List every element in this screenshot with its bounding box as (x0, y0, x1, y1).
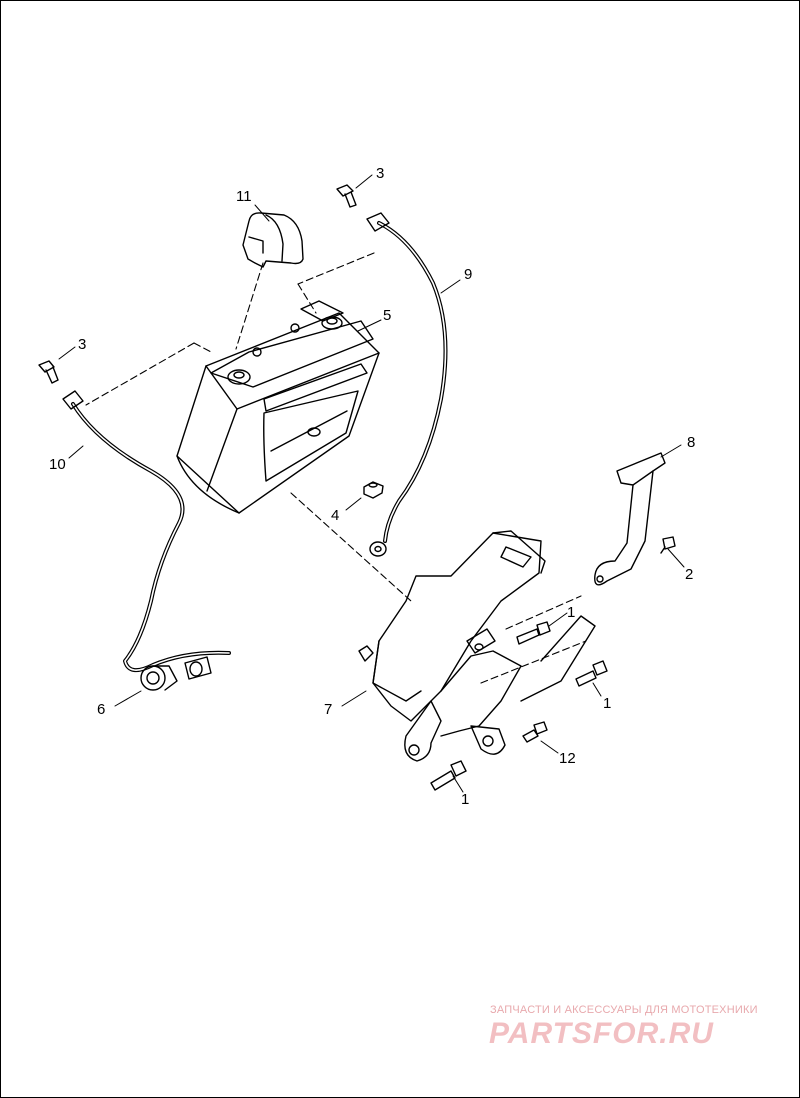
watermark-subtitle: ЗАПЧАСТИ И АКСЕССУАРЫ ДЛЯ МОТОТЕХНИКИ (490, 1004, 758, 1016)
callout-1: 1 (461, 791, 469, 808)
callout-12: 12 (559, 750, 576, 767)
terminal-cover-part (242, 212, 304, 268)
callout-11: 11 (236, 188, 252, 205)
callout-9: 9 (464, 266, 472, 283)
callout-4: 4 (331, 507, 339, 524)
watermark-brand: PARTSFOR.RU (489, 1017, 714, 1050)
callout-1: 1 (567, 604, 575, 621)
callout-leaders (58, 174, 685, 793)
callout-5: 5 (383, 307, 391, 324)
negative-cable-part (62, 390, 231, 680)
battery-bolt-part (336, 184, 357, 208)
tray-bolt-part (575, 660, 608, 687)
battery-part (176, 300, 380, 514)
strap-screw-part (660, 536, 676, 554)
tray-bolt-part (516, 621, 551, 645)
battery-bolt-part (38, 360, 59, 384)
terminal-boot-part (140, 665, 178, 691)
callout-7: 7 (324, 701, 332, 718)
callout-8: 8 (687, 434, 695, 451)
nut-part (363, 481, 384, 499)
callout-3: 3 (376, 165, 384, 182)
bracket-screw-part (522, 721, 548, 743)
callout-10: 10 (49, 456, 66, 473)
assembly-guide-lines (85, 252, 587, 684)
callout-labels: 11 3 9 5 3 10 8 4 2 1 1 6 7 12 1 (49, 165, 695, 808)
battery-tray-part (358, 530, 596, 762)
callout-6: 6 (97, 701, 105, 718)
callout-1: 1 (603, 695, 611, 712)
callout-2: 2 (685, 566, 693, 583)
tray-bolt-part (430, 760, 467, 791)
retaining-strap-part (594, 452, 666, 586)
positive-cable-part (366, 212, 448, 557)
callout-3: 3 (78, 336, 86, 353)
